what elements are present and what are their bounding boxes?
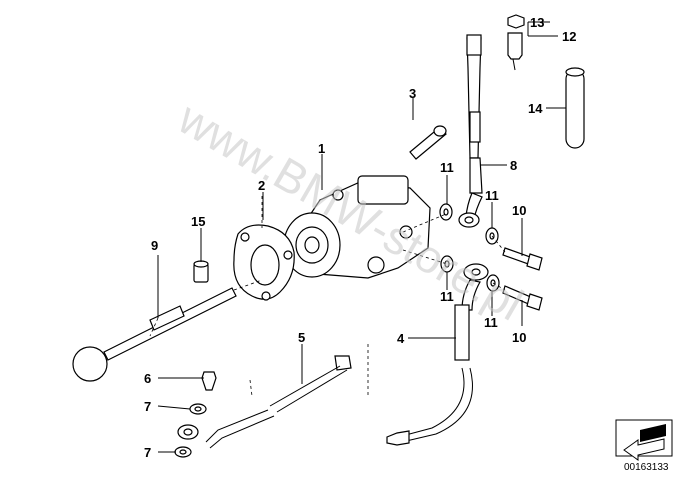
callout-13: 13 — [530, 15, 544, 30]
callout-11c: 11 — [440, 289, 454, 304]
part-2-gasket — [233, 224, 295, 301]
callout-11a: 11 — [440, 160, 454, 175]
part-4-hose — [386, 263, 489, 446]
callout-7a: 7 — [144, 399, 151, 414]
callout-12: 12 — [562, 29, 576, 44]
part-15-sleeve — [193, 260, 209, 283]
part-12-fitting — [507, 32, 523, 71]
assembly-dash-lines — [149, 196, 506, 397]
reference-box: 00163133 — [615, 419, 673, 473]
callout-11d: 11 — [484, 315, 498, 330]
reference-number: 00163133 — [624, 462, 669, 473]
callout-11b: 11 — [485, 188, 499, 203]
callout-1: 1 — [318, 141, 325, 156]
part-7-washers — [174, 403, 207, 458]
leader-lines — [157, 21, 566, 453]
part-1-pressure-unit — [283, 175, 431, 279]
part-13-cap — [507, 14, 525, 29]
callout-4: 4 — [397, 331, 405, 346]
callout-10a: 10 — [512, 203, 526, 218]
part-8-hose — [458, 34, 483, 228]
callout-6: 6 — [144, 371, 151, 386]
callout-labels: 1 2 3 4 5 6 7 7 8 9 10 10 11 11 11 11 12… — [144, 15, 576, 460]
callout-3: 3 — [409, 86, 416, 101]
part-6-bolt — [201, 371, 217, 391]
part-14-tube — [565, 67, 585, 149]
part-9-pushrod — [72, 287, 237, 382]
callout-8: 8 — [510, 158, 517, 173]
callout-7b: 7 — [144, 445, 151, 460]
callout-9: 9 — [151, 238, 158, 253]
callout-5: 5 — [298, 330, 305, 345]
callout-2: 2 — [258, 178, 265, 193]
callout-15: 15 — [191, 214, 205, 229]
callout-10b: 10 — [512, 330, 526, 345]
part-3-bolt — [409, 125, 447, 160]
callout-14: 14 — [528, 101, 543, 116]
part-5-line — [177, 355, 352, 449]
pointer-arrow-icon — [623, 424, 666, 461]
part-10-bolts — [502, 247, 543, 311]
